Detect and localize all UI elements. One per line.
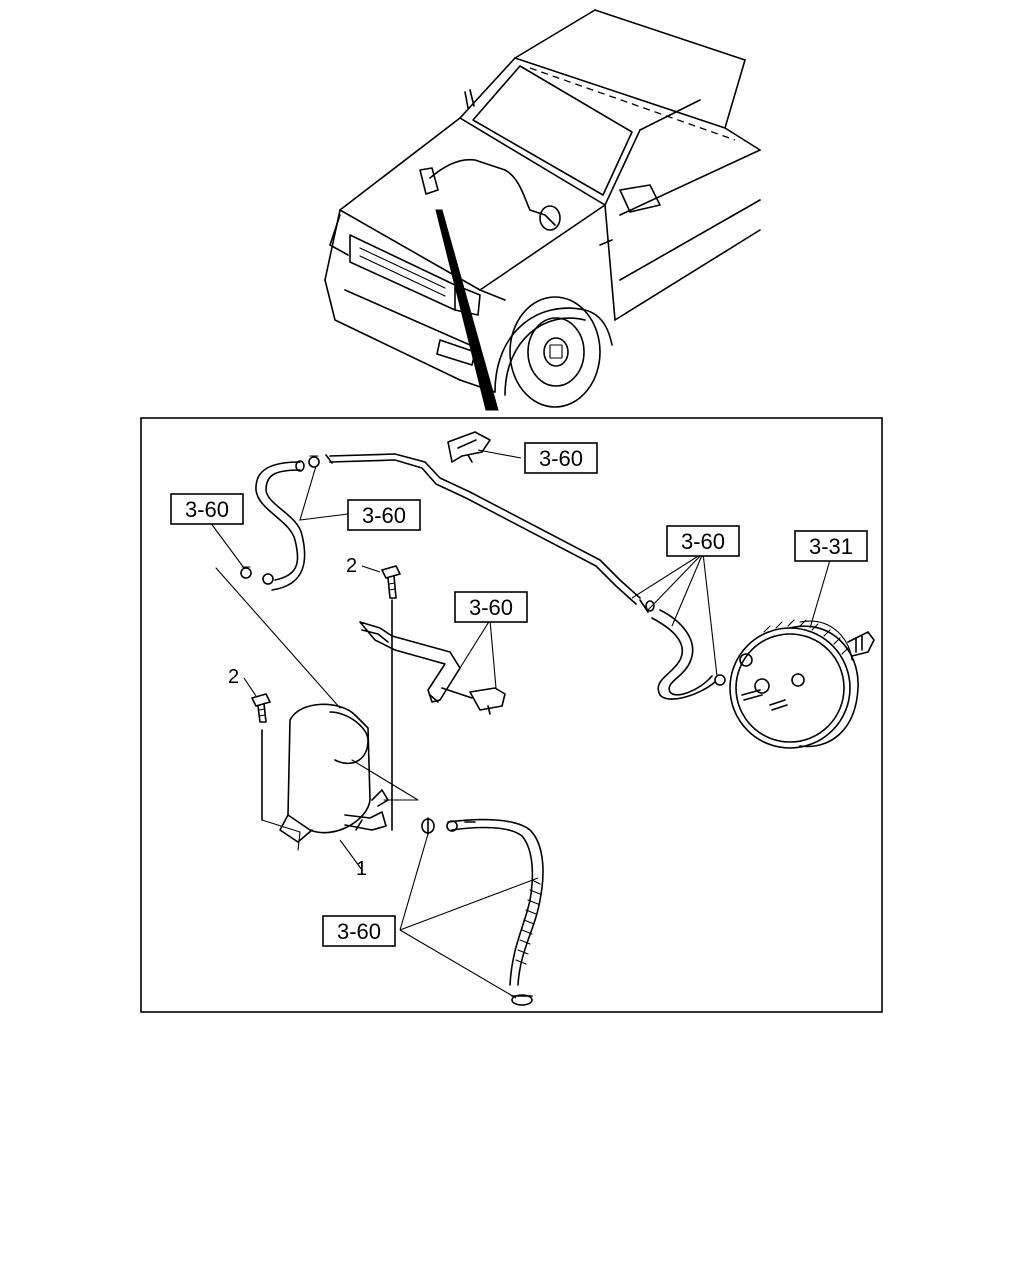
- vacuum-pipe: [325, 453, 641, 605]
- ref-box-lower-hose: 3-60: [322, 915, 396, 947]
- leader-lines: [209, 449, 831, 999]
- part-number-bolt-lower: 2: [228, 666, 239, 688]
- hose-clip-right: [714, 674, 726, 686]
- svg-text:3-60: 3-60: [337, 919, 381, 944]
- ref-box-right-hose: 3-60: [666, 525, 740, 557]
- svg-text:3-60: 3-60: [185, 497, 229, 522]
- bolt-upper: [381, 565, 401, 831]
- left-vacuum-hose: [255, 460, 306, 591]
- hose-clip-left: [240, 566, 252, 579]
- bracket: [359, 621, 461, 703]
- part-number-bolt-upper: 2: [346, 555, 357, 577]
- ref-box-brake-booster: 3-31: [794, 530, 868, 562]
- check-valve-mid: [441, 687, 506, 715]
- svg-text:3-60: 3-60: [362, 503, 406, 528]
- svg-text:3-31: 3-31: [809, 534, 853, 559]
- svg-text:3-60: 3-60: [539, 446, 583, 471]
- part-number-bolt-lower-leader: [243, 677, 257, 697]
- hose-clip-lower-left: [421, 817, 435, 835]
- right-vacuum-hose: [639, 599, 716, 700]
- ref-box-check-valve: 3-60: [524, 442, 598, 474]
- part-number-bolt-upper-leader: [361, 565, 381, 573]
- ref-box-hose-clip-upper: 3-60: [347, 499, 421, 531]
- ref-box-bracket-valve: 3-60: [454, 591, 528, 623]
- part-number-vacuum-tank: 1: [356, 858, 367, 880]
- lower-vacuum-hose: [446, 818, 544, 986]
- vacuum-tank: [279, 703, 389, 843]
- brake-booster: [729, 619, 875, 749]
- hose-clip-bottom: [511, 994, 533, 1006]
- svg-text:3-60: 3-60: [681, 529, 725, 554]
- hose-clip-upper: [308, 455, 320, 468]
- ref-box-hose-clip-left: 3-60: [170, 493, 244, 525]
- vehicle-overview-illustration: [324, 9, 761, 411]
- bolt-lower: [251, 693, 271, 821]
- svg-text:3-60: 3-60: [469, 595, 513, 620]
- check-valve-top: [447, 431, 491, 463]
- bracket-leader: [215, 567, 419, 851]
- detail-frame: [140, 417, 883, 1013]
